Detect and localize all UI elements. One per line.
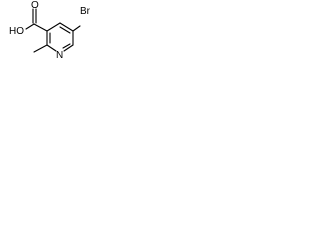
bond-c4-c5-inner [59,26,71,34]
atom-label-ho: HO [9,26,24,37]
chemical-structure: Br N HO O [9,0,91,61]
bond-c2-methyl [33,44,48,53]
bond-c3-carboxyl [33,23,48,32]
bond-c6-n1 [63,44,74,52]
bond-c5-br [72,25,81,32]
atom-label-br: Br [80,6,91,17]
atom-label-o: O [31,0,39,11]
bond-n1-c2 [46,44,57,52]
atom-label-n: N [56,50,63,61]
bond-c3-c4 [46,22,61,32]
bond-carboxyl-oh [25,23,35,30]
bond-c6-n1-inner [62,43,71,49]
bond-c4-c5 [59,22,74,32]
